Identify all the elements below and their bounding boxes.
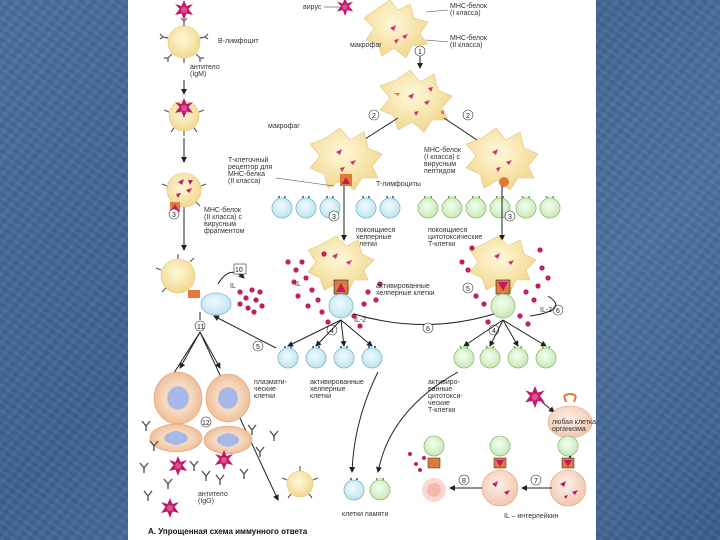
diagram-panel: вирус MHC-белок (I класса) MHC-белок (II… <box>128 0 596 540</box>
label-plasma-3: клетки <box>254 393 275 400</box>
step-3a: 3 <box>332 214 336 221</box>
label-tcr-2: рецептор для <box>228 164 272 171</box>
label-il-left: IL <box>230 283 236 290</box>
interleukin-dots-left <box>237 287 265 315</box>
label-antibody-igm-2: (IgM) <box>190 71 206 78</box>
label-act-helper-1: активированные <box>376 283 430 290</box>
activated-helper-cells-row <box>277 346 383 369</box>
label-act-helper-b-3: клетки <box>310 393 331 400</box>
label-il2-b: IL-2 <box>540 307 552 314</box>
label-act-helper-b-1: активированные <box>310 379 364 386</box>
step-7: 7 <box>534 478 538 485</box>
memory-t-cells-icon <box>343 478 391 501</box>
cytotoxic-kill-complex-a <box>481 435 519 507</box>
label-resting-helper-1: покоящиеся <box>356 227 396 234</box>
activated-cytotoxic-complex-icon <box>469 235 537 319</box>
step-4b: 4 <box>492 328 496 335</box>
label-mhc2-class: (II класса) <box>450 42 483 49</box>
b-cell-helper-complex-icon <box>155 254 232 316</box>
t-lymphocyte-row-cytotoxic <box>441 196 561 219</box>
step-6b: 6 <box>556 308 560 315</box>
macrophage-right-icon <box>465 127 539 191</box>
label-mhc2-frag-3: вирусным <box>204 221 236 228</box>
label-mhc2: MHC-белок <box>450 34 488 42</box>
label-any-cell-2: организма <box>552 426 586 433</box>
immune-response-diagram: вирус MHC-белок (I класса) MHC-белок (II… <box>139 0 596 536</box>
virus-infecting-icon <box>525 386 545 408</box>
label-mhc1: MHC-белок <box>450 2 488 10</box>
step-10: 10 <box>235 267 243 274</box>
label-any-cell-1: любая клетка <box>552 418 596 426</box>
step-2b: 2 <box>466 113 470 120</box>
step-4a: 4 <box>330 328 334 335</box>
label-mhc1-peptide-1: MHC-белок <box>424 146 462 154</box>
label-mhc1-class: (I класса) <box>450 10 481 17</box>
label-act-cyto-1: активиро- <box>428 379 461 386</box>
step-11: 11 <box>197 324 204 331</box>
label-act-cyto-4: ческие <box>428 400 450 407</box>
label-tcr-4: (II класса) <box>228 178 261 185</box>
activated-helper-complex-icon <box>307 235 375 319</box>
step-5a: 5 <box>256 344 260 351</box>
step-3b: 3 <box>508 214 512 221</box>
label-il2-a: IL-2 <box>354 317 366 324</box>
t-lymphocyte-row-helper <box>271 196 439 219</box>
activated-cytotoxic-cells-row <box>453 346 557 369</box>
label-memory: клетки памяти <box>342 511 389 518</box>
b-lymphocyte-icon <box>159 17 209 63</box>
label-antibody-igm-1: антитело <box>190 64 220 71</box>
label-resting-cyto-1: покоящиеся <box>428 227 468 234</box>
cytotoxic-released-icon <box>423 435 445 469</box>
label-mhc2-frag-4: фрагментом <box>204 228 245 235</box>
diagram-caption: А. Упрощенная схема иммунного ответа <box>148 527 308 536</box>
step-8: 8 <box>462 478 466 485</box>
label-tcr-3: MHC-белка <box>228 170 265 178</box>
label-resting-cyto-2: цитотоксические <box>428 234 482 241</box>
label-mhc1-peptide-3: вирусным <box>424 161 456 168</box>
label-plasma-1: плазмати- <box>254 379 288 386</box>
svg-text:3: 3 <box>172 212 176 219</box>
step-2a: 2 <box>372 113 376 120</box>
lysed-cell-icon <box>408 452 446 502</box>
label-act-cyto-2: ванные <box>428 386 452 393</box>
label-t-lymphocytes: T-лимфоциты <box>376 181 421 188</box>
step-12: 12 <box>202 420 210 427</box>
label-macrophage-left: макрофаг <box>268 123 300 130</box>
label-act-cyto-3: цитотокси- <box>428 393 463 400</box>
label-act-helper-2: хелперные клетки <box>376 290 435 297</box>
label-mhc2-frag-1: MHC-белок <box>204 206 242 214</box>
label-mhc2-frag-2: (II класса) с <box>204 214 242 221</box>
label-igg-2: (IgG) <box>198 498 214 505</box>
label-igg-1: антитело <box>198 491 228 498</box>
label-virus: вирус <box>303 4 322 11</box>
step-6a: 6 <box>426 326 430 333</box>
label-plasma-2: ческие <box>254 386 276 393</box>
label-il-mid: IL <box>295 281 301 288</box>
label-b-lymphocyte: B-лимфоцит <box>218 38 259 45</box>
macrophage-top-icon <box>363 0 429 59</box>
label-mhc1-peptide-2: (I класса) с <box>424 154 461 161</box>
b-lymphocyte-binding-icon <box>163 98 205 136</box>
svg-text:1: 1 <box>418 49 422 56</box>
virus-neutralized-icon <box>161 450 233 518</box>
step-5b: 5 <box>466 286 470 293</box>
interleukin-dots-mid <box>285 251 383 329</box>
label-act-cyto-5: T-клетки <box>428 407 455 414</box>
label-resting-helper-3: клетки <box>356 241 377 248</box>
label-il-def: IL – интерлейкин <box>504 512 559 520</box>
label-act-helper-b-2: хелперные <box>310 386 346 393</box>
label-macrophage: макрофаг <box>350 42 382 49</box>
label-resting-helper-2: хелперные <box>356 234 392 241</box>
macrophage-mid-icon <box>379 69 453 133</box>
macrophage-left-icon <box>309 127 383 191</box>
memory-b-cell-icon <box>281 466 319 499</box>
interleukin-dots-right <box>459 245 551 327</box>
plasma-cell-icon <box>149 371 253 455</box>
label-tcr-1: T-клеточный <box>228 156 269 164</box>
b-lymphocyte-processing-icon <box>161 172 207 212</box>
label-resting-cyto-3: T-клетки <box>428 241 455 248</box>
label-mhc1-peptide-4: пептидом <box>424 168 456 175</box>
cytotoxic-kill-complex-b <box>549 435 587 507</box>
